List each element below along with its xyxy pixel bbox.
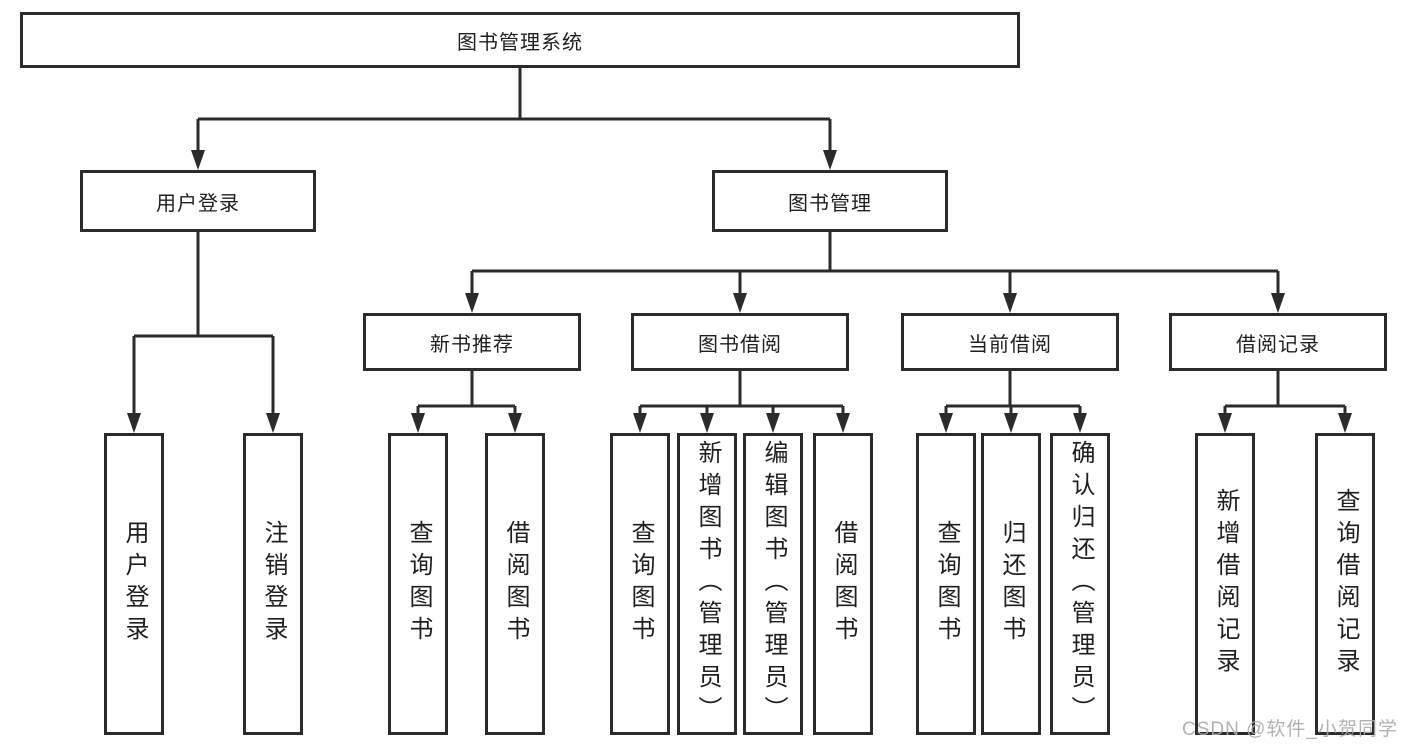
node-root-system: 图书管理系统 [20,12,1020,68]
leaf-add-books-admin: 新增图书（管理员） [677,433,737,735]
leaf-query-books-1: 查询图书 [388,433,448,735]
arrow-down-icon [411,413,425,433]
leaf-borrow-books-2: 借阅图书 [813,433,873,735]
arrow-down-icon [836,413,850,433]
arrow-down-icon [127,413,141,433]
node-current-borrow: 当前借阅 [901,313,1119,371]
leaf-query-books-3: 查询图书 [916,433,976,735]
node-user-login: 用户登录 [80,170,316,232]
leaf-query-books-2: 查询图书 [610,433,670,735]
arrow-down-icon [465,293,479,313]
node-book-management: 图书管理 [712,170,948,232]
arrow-down-icon [191,150,205,170]
arrow-down-icon [1004,413,1018,433]
leaf-logout: 注销登录 [243,433,303,735]
leaf-return-books: 归还图书 [981,433,1041,735]
arrow-down-icon [633,413,647,433]
leaf-edit-books-admin: 编辑图书（管理员） [743,433,803,735]
arrow-down-icon [939,413,953,433]
csdn-watermark: CSDN @软件_小贺同学 [1182,719,1398,740]
leaf-borrow-books-1: 借阅图书 [485,433,545,735]
leaf-add-borrow-record: 新增借阅记录 [1195,433,1255,735]
node-new-book-recommend: 新书推荐 [363,313,581,371]
arrow-down-icon [733,293,747,313]
arrow-down-icon [508,413,522,433]
arrow-down-icon [1271,293,1285,313]
leaf-confirm-return-admin: 确认归还（管理员） [1050,433,1110,735]
node-borrow-records: 借阅记录 [1169,313,1387,371]
arrow-down-icon [1218,413,1232,433]
leaf-query-borrow-record: 查询借阅记录 [1315,433,1375,735]
arrow-down-icon [1338,413,1352,433]
leaf-user-login: 用户登录 [104,433,164,735]
arrow-down-icon [700,413,714,433]
node-book-borrow: 图书借阅 [631,313,849,371]
arrow-down-icon [823,150,837,170]
arrow-down-icon [266,413,280,433]
arrow-down-icon [766,413,780,433]
arrow-down-icon [1003,293,1017,313]
arrow-down-icon [1073,413,1087,433]
